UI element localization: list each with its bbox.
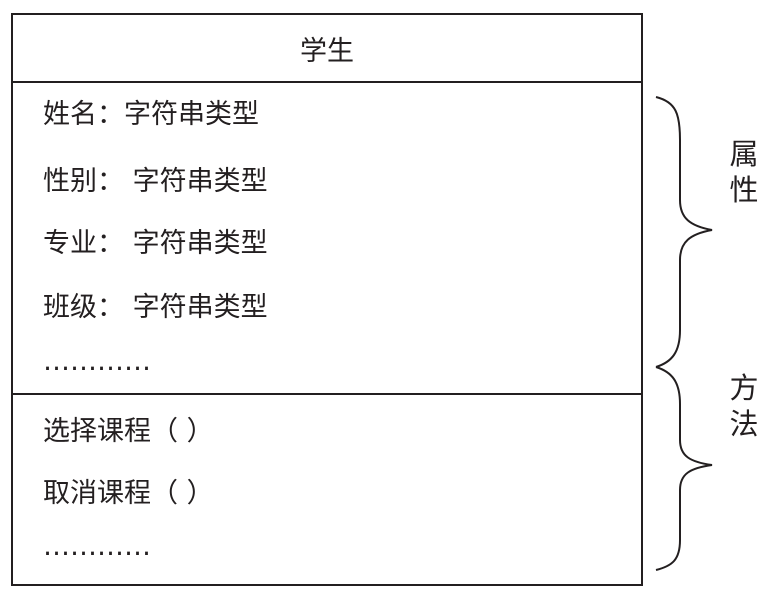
attributes-label-char-2: 性 — [729, 173, 759, 207]
attributes-brace — [655, 96, 713, 368]
attribute-name: 姓名：字符串类型 — [43, 99, 259, 130]
attributes-label-char-1: 属 — [729, 137, 759, 171]
methods-section: 选择课程（ ） 取消课程（ ） ………… — [13, 397, 641, 584]
methods-label-char-2: 法 — [729, 407, 759, 441]
attribute-gender: 性别： 字符串类型 — [43, 166, 268, 197]
methods-label: 方 法 — [724, 370, 764, 442]
attribute-ellipsis: ………… — [43, 346, 151, 377]
methods-brace — [655, 366, 713, 571]
class-box: 学生 姓名：字符串类型 性别： 字符串类型 专业： 字符串类型 班级： 字符串类… — [11, 13, 643, 586]
method-ellipsis: ………… — [43, 531, 151, 562]
method-select-course: 选择课程（ ） — [43, 416, 214, 447]
methods-label-char-1: 方 — [729, 371, 759, 405]
attribute-major: 专业： 字符串类型 — [43, 228, 268, 259]
attributes-label: 属 性 — [724, 136, 764, 208]
method-cancel-course: 取消课程（ ） — [43, 478, 214, 509]
class-name: 学生 — [300, 35, 354, 67]
class-name-section: 学生 — [13, 15, 641, 83]
attributes-section: 姓名：字符串类型 性别： 字符串类型 专业： 字符串类型 班级： 字符串类型 …… — [13, 85, 641, 395]
attribute-class: 班级： 字符串类型 — [43, 292, 268, 323]
